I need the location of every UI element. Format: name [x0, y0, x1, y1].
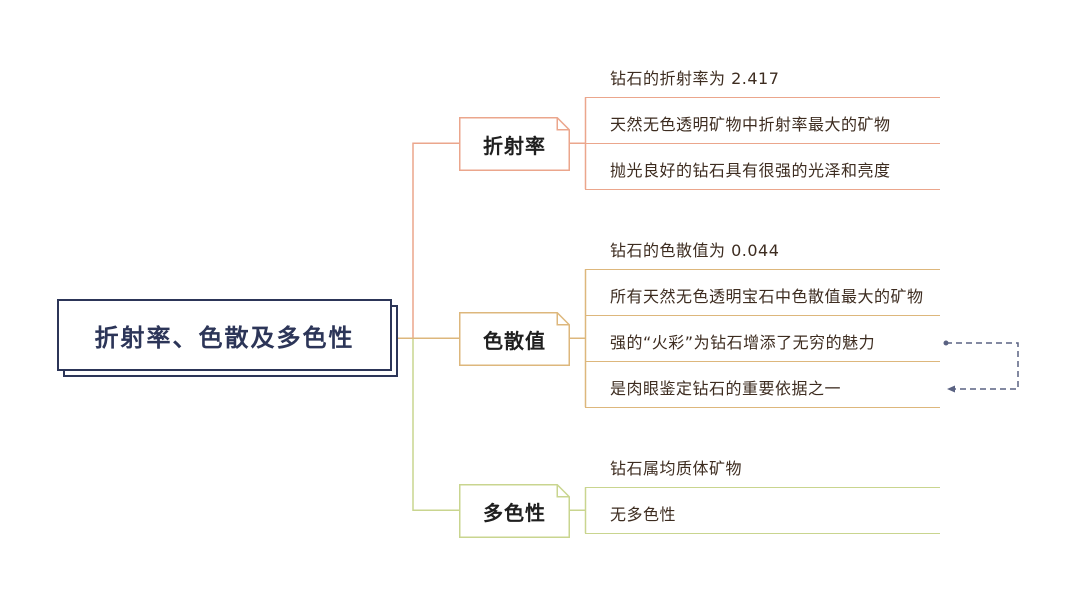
connector-refraction-to-items	[570, 97, 587, 190]
connector-dispersion-to-items	[570, 269, 587, 408]
leaf-item-text: 钻石的色散值为 0.044	[610, 241, 780, 260]
connector-root-to-pleochroism	[412, 338, 459, 511]
root-node: 折射率、色散及多色性	[57, 299, 392, 371]
leaf-item: 是肉眼鉴定钻石的重要依据之一	[585, 362, 940, 408]
leaf-item-text: 所有天然无色透明宝石中色散值最大的矿物	[610, 287, 924, 306]
connector-root-to-refraction	[412, 142, 459, 339]
branch-items-refraction: 钻石的折射率为 2.417 天然无色透明矿物中折射率最大的矿物 抛光良好的钻石具…	[585, 52, 940, 190]
leaf-item-text: 钻石的折射率为 2.417	[610, 69, 780, 88]
leaf-item: 无多色性	[585, 488, 940, 534]
branch-node-refraction: 折射率	[459, 117, 570, 171]
leaf-item-text: 天然无色透明矿物中折射率最大的矿物	[610, 115, 891, 134]
leaf-item: 钻石的色散值为 0.044	[585, 224, 940, 270]
folded-corner-note-shape	[459, 312, 570, 366]
leaf-item-text: 无多色性	[610, 505, 677, 524]
leaf-item-text: 强的“火彩”为钻石增添了无穷的魅力	[610, 333, 876, 352]
leaf-item-text: 抛光良好的钻石具有很强的光泽和亮度	[610, 161, 891, 180]
leaf-item: 所有天然无色透明宝石中色散值最大的矿物	[585, 270, 940, 316]
branch-node-dispersion: 色散值	[459, 312, 570, 366]
branch-label-dispersion: 色散值	[483, 328, 546, 353]
leaf-item: 天然无色透明矿物中折射率最大的矿物	[585, 98, 940, 144]
connector-pleochroism-to-items	[570, 487, 587, 534]
leaf-item: 钻石的折射率为 2.417	[585, 52, 940, 98]
branch-items-pleochroism: 钻石属均质体矿物 无多色性	[585, 442, 940, 534]
leaf-item-text: 钻石属均质体矿物	[610, 459, 743, 478]
leaf-item: 抛光良好的钻石具有很强的光泽和亮度	[585, 144, 940, 190]
leaf-item: 强的“火彩”为钻石增添了无穷的魅力	[585, 316, 940, 362]
dashed-cross-link-arrow	[946, 342, 1019, 393]
branch-label-refraction: 折射率	[483, 133, 546, 158]
leaf-item-text: 是肉眼鉴定钻石的重要依据之一	[610, 379, 842, 398]
folded-corner-note-shape	[459, 484, 570, 538]
branch-label-pleochroism: 多色性	[483, 500, 546, 525]
branch-node-pleochroism: 多色性	[459, 484, 570, 538]
root-label: 折射率、色散及多色性	[94, 323, 355, 352]
branch-items-dispersion: 钻石的色散值为 0.044 所有天然无色透明宝石中色散值最大的矿物 强的“火彩”…	[585, 224, 940, 408]
leaf-item: 钻石属均质体矿物	[585, 442, 940, 488]
folded-corner-note-shape	[459, 117, 570, 171]
cross-link-start-dot	[943, 340, 949, 346]
